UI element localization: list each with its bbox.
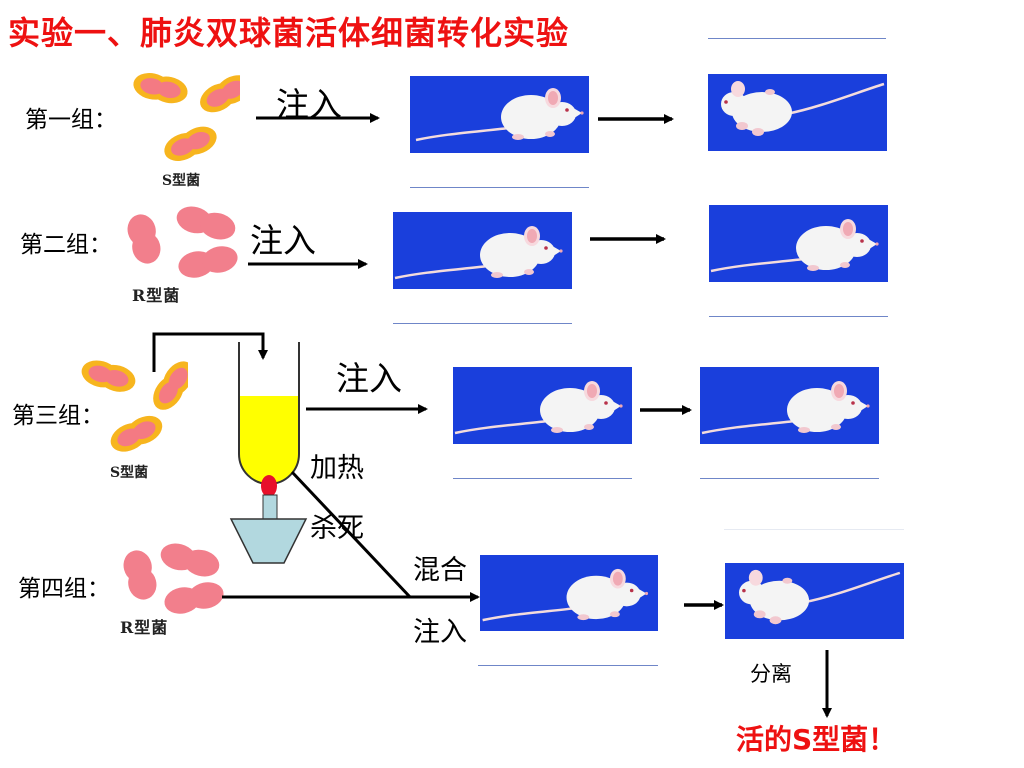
mouse-alive-icon (410, 76, 589, 153)
panel-underline (410, 187, 589, 188)
mouse-dead-icon (708, 74, 887, 151)
arrow-icon (152, 332, 268, 372)
mouse-alive-icon (480, 555, 658, 631)
alcohol-lamp-icon (229, 475, 308, 564)
mouse-alive-icon (709, 205, 888, 282)
mix-label: 混合 (413, 555, 467, 586)
panel-underline (724, 529, 904, 530)
panel-underline (453, 478, 632, 479)
mouse-dead-icon (725, 563, 904, 639)
group1-label: 第一组： (25, 107, 117, 133)
r-bacteria-icon (127, 206, 238, 278)
mouse-alive-icon (393, 212, 572, 289)
mouse-alive-icon (453, 367, 632, 444)
result-label: 活的S型菌！ (736, 723, 897, 756)
heat-label: 加热 (310, 453, 364, 484)
s-bacteria-icon (133, 73, 240, 161)
connector-line (290, 470, 412, 599)
test-tube-icon (238, 342, 300, 485)
r-bacteria-icon (123, 543, 224, 614)
group2-label: 第二组： (20, 232, 112, 258)
mouse-alive-icon (700, 367, 879, 444)
panel-underline (393, 323, 572, 324)
group3-label: 第三组： (12, 403, 104, 429)
group2-bacteria-caption: R型菌 (132, 286, 181, 305)
group4-inject-label: 注入 (413, 617, 467, 648)
group2-inject-label: 注入 (250, 221, 316, 260)
group3-inject-label: 注入 (336, 359, 402, 398)
group1-bacteria-caption: S型菌 (162, 173, 201, 189)
panel-underline (478, 665, 658, 666)
group3-bacteria-caption: S型菌 (110, 465, 149, 481)
panel-underline (709, 316, 888, 317)
group4-bacteria-caption: R型菌 (120, 618, 169, 637)
group4-label: 第四组： (18, 576, 110, 602)
panel-underline (700, 478, 879, 479)
page-title: 实验一、肺炎双球菌活体细菌转化实验 (8, 14, 570, 52)
separate-label: 分离 (750, 662, 792, 686)
title-underline (708, 38, 886, 39)
s-bacteria-icon (81, 360, 188, 452)
